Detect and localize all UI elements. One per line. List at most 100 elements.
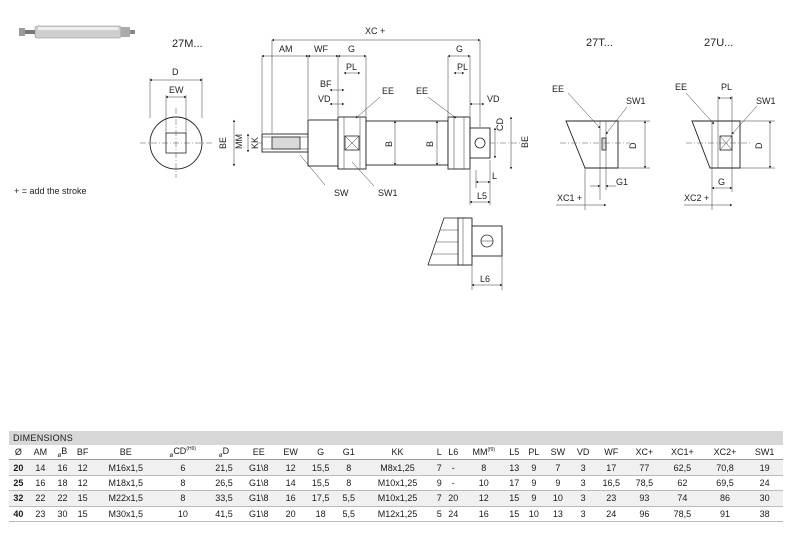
table-cell: 32	[13, 493, 24, 504]
dimension-lines-top	[261, 38, 485, 133]
header-cell: XC+	[627, 445, 661, 461]
table-cell: 33,5	[215, 493, 233, 504]
label-g-front: G	[348, 44, 355, 54]
label-kk: KK	[250, 137, 260, 149]
label-l6: L6	[480, 274, 490, 284]
table-cell: 7	[555, 462, 561, 473]
table-cell: 3	[580, 462, 586, 473]
table-cell: 16	[478, 508, 489, 519]
table-cell: 10	[528, 508, 539, 519]
label-ee-front: EE	[382, 86, 394, 96]
table-cell: 15	[77, 508, 88, 519]
table-cell: M18x1,5	[108, 477, 144, 488]
table-cell: 10	[552, 493, 563, 504]
table-cell: 22	[57, 493, 68, 504]
label-d-end: D	[172, 67, 179, 77]
table-cell: 10	[478, 477, 489, 488]
table-cell: 77	[639, 462, 650, 473]
table-cell: 20	[448, 493, 459, 504]
header-cell: VD	[571, 445, 595, 461]
label-am: AM	[279, 44, 293, 54]
table-cell: 23	[606, 493, 617, 504]
label-g-27u: G	[718, 177, 725, 187]
label-vd-front: VD	[318, 94, 331, 104]
table-cell: 69,5	[716, 477, 734, 488]
table-cell: 17	[606, 462, 617, 473]
table-cell: 12	[285, 462, 296, 473]
label-ee-rear: EE	[416, 86, 428, 96]
table-cell: 3	[580, 508, 586, 519]
table-cell: 3	[580, 477, 586, 488]
header-cell: L6	[443, 445, 463, 461]
table-cell: 16	[35, 477, 46, 488]
table-cell: 12	[77, 477, 88, 488]
label-sw: SW	[334, 188, 349, 198]
view-27u	[684, 92, 775, 210]
label-d-27t: D	[628, 142, 638, 149]
label-ee-27u: EE	[675, 82, 687, 92]
table-cell: 14	[35, 462, 46, 473]
table-cell: 70,8	[716, 462, 734, 473]
table-cell: 8	[481, 462, 487, 473]
stroke-note: + = add the stroke	[14, 186, 87, 196]
table-cell: 13	[552, 508, 563, 519]
header-cell: G	[304, 445, 337, 461]
view-title-27m: 27M...	[172, 38, 203, 50]
label-g1: G1	[616, 177, 628, 187]
table-cell: 12	[77, 462, 88, 473]
table-cell: G1\8	[248, 477, 269, 488]
table-cell: 20	[285, 508, 296, 519]
label-l5: L5	[477, 191, 487, 201]
label-pl-front: PL	[346, 62, 357, 72]
table-cell: 96	[639, 508, 650, 519]
table-cell: 8	[346, 462, 352, 473]
table-cell: 19	[759, 462, 770, 473]
header-cell: XC1+	[661, 445, 704, 461]
header-cell: øD	[207, 445, 241, 461]
table-cell: 10	[177, 508, 188, 519]
header-cell: PL	[523, 445, 545, 461]
table-cell: 15	[509, 508, 520, 519]
label-bf: BF	[320, 79, 332, 89]
header-cell: øCD(H9)	[158, 445, 208, 461]
table-cell: M22x1,5	[108, 493, 144, 504]
table-cell: 8	[180, 493, 186, 504]
label-pl-27u: PL	[721, 82, 732, 92]
table-cell: 41,5	[215, 508, 233, 519]
table-cell: 30	[57, 508, 68, 519]
table-cell: 17	[509, 477, 520, 488]
table-cell: 20	[13, 462, 24, 473]
end-view	[140, 78, 212, 178]
label-xc2: XC2 +	[684, 193, 709, 203]
label-sw1-27t: SW1	[626, 96, 646, 106]
table-cell: 21,5	[215, 462, 233, 473]
table-cell: 78,5	[635, 477, 654, 488]
table-cell: -	[451, 477, 455, 488]
view-27t	[556, 92, 650, 210]
label-wf: WF	[314, 44, 328, 54]
label-be-left: BE	[218, 137, 228, 149]
table-cell: 9	[531, 493, 537, 504]
table-cell: 15,5	[311, 477, 330, 488]
label-g-rear: G	[456, 44, 463, 54]
header-cell: L5	[504, 445, 524, 461]
table-cell: 22	[35, 493, 46, 504]
table-cell: 25	[13, 477, 24, 488]
table-cell: 8	[346, 477, 352, 488]
table-cell: 16	[285, 493, 296, 504]
table-cell: 23	[35, 508, 46, 519]
header-cell: XC2+	[703, 445, 747, 461]
table-cell: 74	[677, 493, 688, 504]
table-cell: 93	[639, 493, 650, 504]
label-xc1: XC1 +	[557, 193, 582, 203]
table-cell: 5	[436, 508, 442, 519]
header-cell: SW	[544, 445, 572, 461]
header-cell: AM	[27, 445, 54, 461]
table-cell: 16	[57, 462, 68, 473]
table-cell: 9	[531, 462, 537, 473]
header-cell: SW1	[746, 445, 783, 461]
table-cell: 91	[719, 508, 730, 519]
